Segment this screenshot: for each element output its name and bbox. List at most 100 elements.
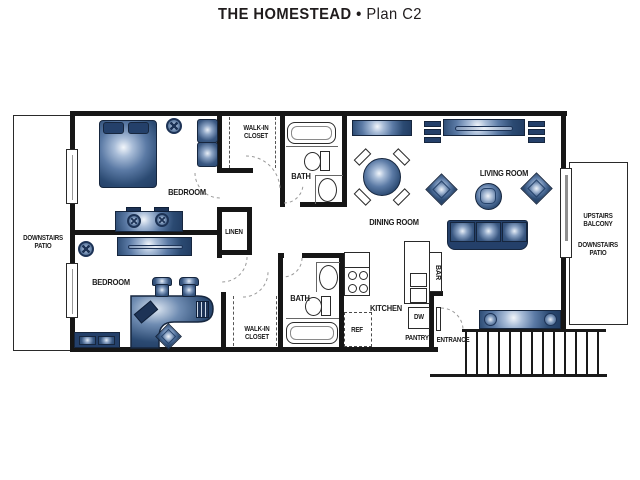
ottoman-pillow xyxy=(480,188,496,204)
page-title: THE HOMESTEAD • Plan C2 xyxy=(26,6,615,24)
sofa-cushion xyxy=(450,222,475,242)
sink-basin xyxy=(410,288,427,303)
closet-rod-line xyxy=(229,117,230,168)
label-pantry: PANTRY xyxy=(405,335,429,342)
wall-segment xyxy=(339,253,344,352)
title-bullet: • xyxy=(356,6,362,23)
shelf xyxy=(528,129,545,135)
wall-segment xyxy=(278,253,284,258)
bench-bolster xyxy=(544,313,557,326)
table-lamp xyxy=(127,214,141,228)
window-pane-line xyxy=(72,155,73,200)
room-label-bath2: BATH xyxy=(290,293,310,303)
door-arc xyxy=(245,155,281,191)
lamp-base xyxy=(154,207,169,212)
sink xyxy=(319,265,338,290)
room-label-living: LIVING ROOM xyxy=(479,168,529,178)
plant-leaves xyxy=(81,244,91,254)
bathtub-inner-line xyxy=(291,126,332,140)
burner xyxy=(359,284,368,293)
wall-segment xyxy=(429,296,434,348)
wall-segment xyxy=(217,207,252,212)
bathtub xyxy=(287,122,336,144)
door-arc xyxy=(440,307,464,331)
console-detail xyxy=(128,245,183,249)
shelf xyxy=(424,129,441,135)
tv-console xyxy=(443,119,525,136)
balcony-right xyxy=(569,162,628,325)
dining-table xyxy=(363,158,401,196)
wall-segment xyxy=(217,235,222,258)
kitchen-counter xyxy=(404,241,430,304)
stove xyxy=(344,252,370,296)
wall-segment xyxy=(217,111,222,173)
stair-rail-bottom xyxy=(430,374,607,377)
stove-divider-line xyxy=(345,267,369,268)
lamp-shade-cross xyxy=(130,217,138,225)
wall-segment xyxy=(217,250,252,255)
burner xyxy=(348,271,357,280)
keyboard-tray xyxy=(196,301,209,318)
shelf xyxy=(424,137,441,143)
guest-chair-seat xyxy=(182,284,196,297)
room-label-kitchen: KITCHEN xyxy=(369,303,403,313)
lamp-base xyxy=(126,207,141,212)
door-arc xyxy=(242,271,269,298)
room-label-bedroom2: BEDROOM xyxy=(92,277,130,287)
sink-basin xyxy=(410,273,427,287)
label-bar: BAR xyxy=(434,265,441,281)
toilet-bowl xyxy=(305,297,322,316)
wall-segment xyxy=(342,111,347,207)
lounge-chair-cushion xyxy=(197,142,218,167)
bar-counter xyxy=(429,252,442,292)
plant xyxy=(78,241,94,257)
bathtub xyxy=(286,322,338,344)
tv-screen xyxy=(455,126,513,131)
label-ref: REF xyxy=(351,327,363,334)
dishwasher xyxy=(408,307,430,329)
round-ottoman xyxy=(475,183,502,210)
sliding-glass-door xyxy=(560,168,572,258)
door-arc xyxy=(194,172,221,199)
sink-counter-line xyxy=(316,262,317,292)
plan-code: Plan C2 xyxy=(366,6,422,23)
sink-counter-line xyxy=(316,262,340,263)
window xyxy=(66,263,78,318)
stair-rail-top xyxy=(462,329,606,332)
wall-segment xyxy=(280,111,285,207)
stair-treads xyxy=(465,332,605,374)
pillow xyxy=(128,122,149,134)
burner xyxy=(348,284,357,293)
room-label-linen: LINEN xyxy=(225,229,243,236)
closet-rod-line xyxy=(275,117,276,168)
door-arc xyxy=(221,256,248,283)
table-lamp xyxy=(155,213,169,227)
room-label-dining: DINING ROOM xyxy=(369,217,419,227)
guest-chair-seat xyxy=(155,284,169,297)
buffet-cabinet xyxy=(352,120,412,136)
wall-segment xyxy=(70,111,567,116)
plan-name: THE HOMESTEAD xyxy=(218,6,352,23)
door-arc xyxy=(282,257,303,278)
wall-segment xyxy=(278,253,283,352)
burner xyxy=(359,271,368,280)
label-dw: DW xyxy=(414,314,424,321)
wall-segment xyxy=(70,230,222,235)
window xyxy=(66,149,78,204)
toilet-bowl xyxy=(304,152,321,171)
shelf xyxy=(424,121,441,127)
sink-counter-line xyxy=(315,175,343,176)
lounge-chair-cushion xyxy=(197,119,218,143)
bench-cushion xyxy=(79,336,96,345)
toilet-tank xyxy=(320,151,330,171)
sliding-door-panel xyxy=(565,175,568,241)
dresser xyxy=(115,211,183,232)
room-label-bath1: BATH xyxy=(291,171,311,181)
bath-counter-line xyxy=(286,318,339,319)
